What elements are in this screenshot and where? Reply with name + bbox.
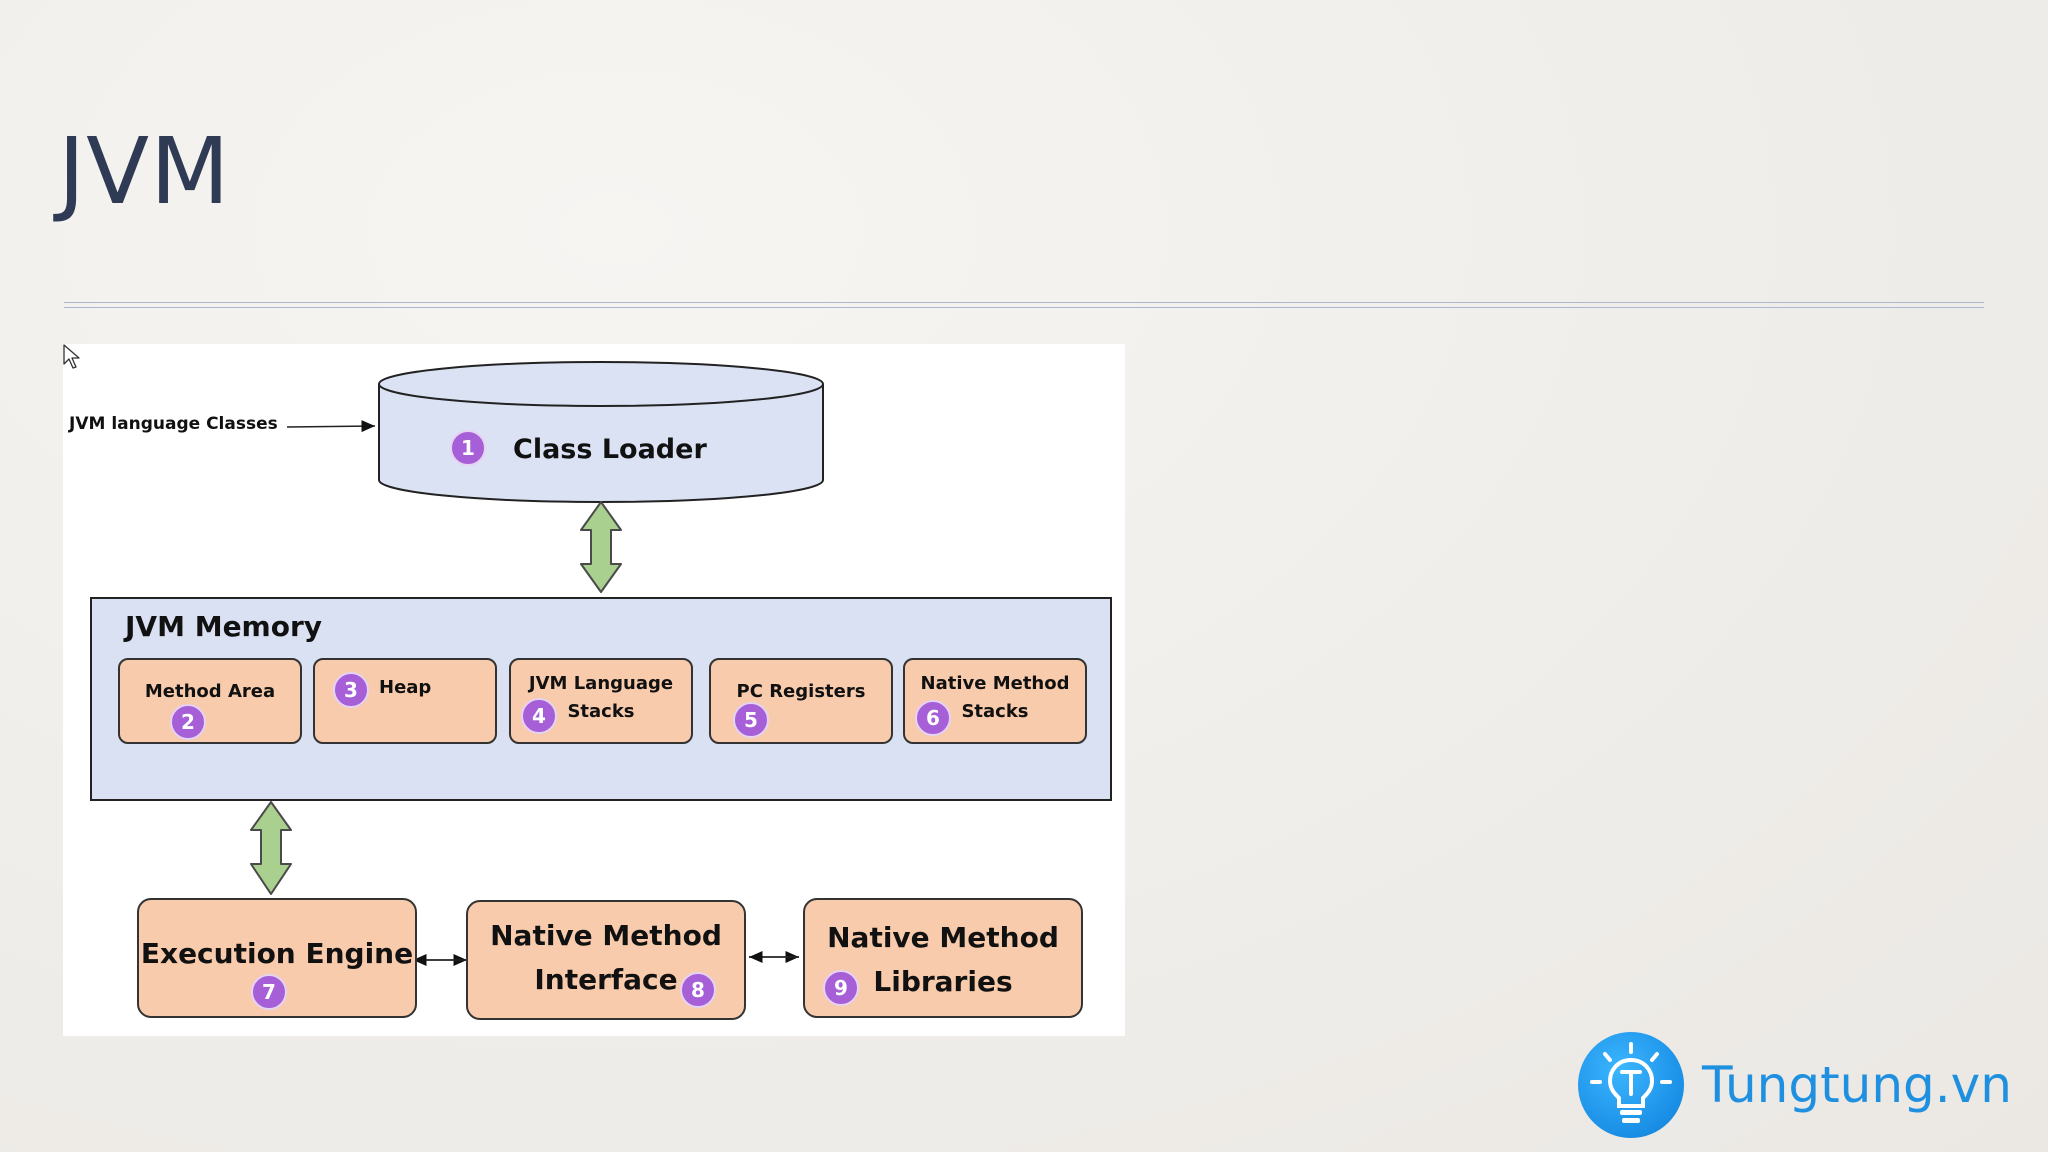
input-label: JVM language Classes: [69, 414, 278, 434]
badge-native-method-stacks: 6: [915, 700, 951, 736]
jvm-language-stacks-label-line2: Stacks: [567, 701, 635, 722]
native-libraries-label-line2: Libraries: [873, 965, 1013, 998]
title-divider: [64, 302, 1984, 308]
memory-engine-double-arrow: [250, 801, 292, 895]
lightbulb-icon: [1578, 1032, 1684, 1138]
loader-memory-double-arrow: [580, 501, 622, 593]
class-loader-label: Class Loader: [513, 434, 707, 465]
brand-logo-group: Tungtung.vn: [1578, 1032, 2012, 1138]
native-method-interface-box: Native Method Interface 8: [466, 900, 746, 1020]
badge-execution-engine: 7: [251, 974, 287, 1010]
badge-heap: 3: [333, 672, 369, 708]
native-method-stacks-label-line1: Native Method: [920, 673, 1070, 694]
input-arrow: [286, 420, 376, 433]
brand-name: Tungtung.vn: [1702, 1056, 2012, 1114]
native-interface-label-line2: Interface: [534, 963, 678, 996]
method-area-label: Method Area: [144, 681, 276, 702]
memory-heap: 3 Heap: [313, 658, 497, 744]
badge-native-interface: 8: [680, 972, 716, 1008]
badge-method-area: 2: [170, 704, 206, 740]
execution-engine-box: Execution Engine 7: [137, 898, 417, 1018]
slide-title: JVM: [58, 118, 231, 225]
memory-native-method-stacks: Native Method Stacks 6: [903, 658, 1087, 744]
execution-engine-label: Execution Engine: [140, 937, 414, 970]
native-libraries-label-line1: Native Method: [827, 921, 1059, 954]
jvm-language-stacks-label-line1: JVM Language: [528, 673, 674, 694]
class-loader-cylinder: [378, 361, 824, 503]
jvm-architecture-diagram: JVM language Classes 1 Class Loader JVM …: [63, 344, 1125, 1036]
badge-jvm-language-stacks: 4: [521, 698, 557, 734]
pc-registers-label: PC Registers: [736, 681, 866, 702]
native-method-libraries-box: Native Method Libraries 9: [803, 898, 1083, 1018]
badge-native-libraries: 9: [823, 970, 859, 1006]
jvm-memory-title: JVM Memory: [125, 610, 323, 643]
badge-pc-registers: 5: [733, 702, 769, 738]
memory-method-area: Method Area 2: [118, 658, 302, 744]
badge-class-loader: 1: [450, 430, 486, 466]
heap-label: Heap: [379, 677, 432, 698]
memory-jvm-language-stacks: JVM Language Stacks 4: [509, 658, 693, 744]
mouse-cursor-icon: [63, 344, 80, 369]
memory-pc-registers: PC Registers 5: [709, 658, 893, 744]
native-interface-label-line1: Native Method: [490, 919, 722, 952]
native-method-stacks-label-line2: Stacks: [961, 701, 1029, 722]
